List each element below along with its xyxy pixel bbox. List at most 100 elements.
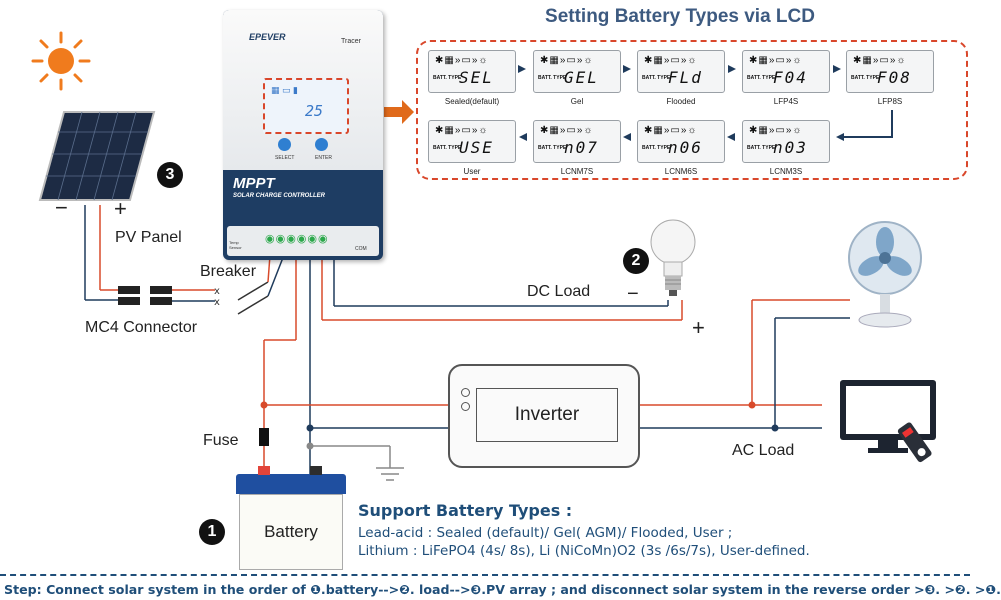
batt-type-text: BATT. TYPE <box>642 75 671 81</box>
batt-type-text: BATT. TYPE <box>538 75 567 81</box>
pv-panel-label: PV Panel <box>115 229 182 246</box>
fan-icon <box>848 221 922 328</box>
battery-body <box>239 494 343 570</box>
lcd-status-icons: ✱▦»▭»☼ <box>749 125 803 136</box>
terminal-block: Temp Sensor ◉◉◉◉◉◉ COM <box>227 226 379 256</box>
battery-type-code: n03 <box>773 138 808 157</box>
inverter-port-1 <box>461 388 470 397</box>
battery-type-name: User <box>463 167 481 176</box>
support-lead-acid: Lead-acid : Sealed (default)/ Gel( AGM)/… <box>358 525 733 541</box>
light-bulb-icon <box>650 219 696 296</box>
battery-type-code: n06 <box>668 138 703 157</box>
battery-terminal-positive <box>258 466 270 475</box>
com-port-label: COM <box>355 246 367 252</box>
temp-sensor-label: Temp Sensor <box>229 240 242 250</box>
battery: Battery <box>236 466 346 572</box>
mc4-connector-label: MC4 Connector <box>85 319 198 336</box>
pv-positive-sign: + <box>114 196 127 221</box>
select-button[interactable] <box>278 138 291 151</box>
sun-icon <box>31 31 91 91</box>
battery-type-name: LCNM7S <box>560 167 594 176</box>
svg-text:x: x <box>214 286 220 297</box>
support-lithium: Lithium : LiFePO4 (4s/ 8s), Li (NiCoMn)O… <box>358 543 810 559</box>
batt-type-text: BATT. TYPE <box>747 145 776 151</box>
lcd-value: 25 <box>305 102 324 120</box>
lcd-status-icons: ✱▦»▭»☼ <box>435 125 489 136</box>
inverter: Inverter <box>448 364 640 468</box>
terminal-row: ◉◉◉◉◉◉ <box>265 233 329 245</box>
breaker-label: Breaker <box>200 263 257 280</box>
lcd-status-icons: ✱▦»▭»☼ <box>540 55 594 66</box>
batt-type-text: BATT. TYPE <box>433 145 462 151</box>
dc-load-label: DC Load <box>527 283 591 300</box>
select-label: SELECT <box>275 155 295 161</box>
battery-type-name: LCNM6S <box>664 167 698 176</box>
battery-type-code: F04 <box>773 68 808 87</box>
connection-steps-footer: Step: Connect solar system in the order … <box>0 574 1001 600</box>
dc-negative-sign: − <box>627 283 639 305</box>
fuse-label: Fuse <box>203 432 239 449</box>
lcd-panel-icons: ▦ ▭ ▮ <box>271 85 298 95</box>
lcd-display: ▦ ▭ ▮ 25 <box>263 78 349 134</box>
battery-type-code: n07 <box>564 138 599 157</box>
ac-load-label: AC Load <box>732 442 795 459</box>
battery-type-code: SEL <box>459 68 494 87</box>
battery-type-code: FLd <box>668 68 703 87</box>
pv-negative-sign: − <box>55 195 68 220</box>
lcd-status-icons: ✱▦»▭»☼ <box>853 55 907 66</box>
battery-type-name: LCNM3S <box>769 167 803 176</box>
battery-type-code: USE <box>459 138 494 157</box>
wiring-diagram: x x <box>84 100 850 481</box>
enter-button[interactable] <box>315 138 328 151</box>
battery-type-code: GEL <box>564 68 599 87</box>
model-name: Tracer <box>341 38 361 45</box>
batt-type-text: BATT. TYPE <box>747 75 776 81</box>
inverter-inner-panel <box>476 388 618 442</box>
mppt-controller: EPEVER Tracer ▦ ▭ ▮ 25 SELECT ENTER MPPT… <box>223 10 383 260</box>
mppt-label: MPPT <box>233 175 275 192</box>
battery-type-name: Sealed(default) <box>444 97 500 106</box>
inverter-label: Inverter <box>514 404 580 425</box>
dc-positive-sign: + <box>692 315 705 340</box>
lcd-status-icons: ✱▦»▭»☼ <box>644 55 698 66</box>
lcd-status-icons: ✱▦»▭»☼ <box>540 125 594 136</box>
battery-label: Battery <box>264 522 318 541</box>
battery-type-code: F08 <box>877 68 912 87</box>
batt-type-text: BATT. TYPE <box>642 145 671 151</box>
lcd-section-title: Setting Battery Types via LCD <box>545 6 815 27</box>
controller-subtitle: SOLAR CHARGE CONTROLLER <box>233 193 325 199</box>
step-1-badge: 1 <box>199 519 225 545</box>
batt-type-text: BATT. TYPE <box>851 75 880 81</box>
inverter-port-2 <box>461 402 470 411</box>
enter-label: ENTER <box>315 155 332 161</box>
battery-type-name: LFP4S <box>773 97 799 106</box>
support-heading: Support Battery Types : <box>358 501 573 520</box>
step-2-badge: 2 <box>623 248 649 274</box>
solar-panel-icon <box>38 111 156 201</box>
battery-terminal-negative <box>310 466 322 475</box>
lcd-settings-panel <box>416 40 968 180</box>
step-3-badge: 3 <box>157 162 183 188</box>
support-battery-types: Support Battery Types : Lead-acid : Seal… <box>358 502 810 560</box>
tv-icon <box>840 380 936 463</box>
battery-top <box>236 474 346 494</box>
battery-type-name: LFP8S <box>877 97 903 106</box>
battery-type-name: Flooded <box>666 97 696 106</box>
svg-text:x: x <box>214 297 220 308</box>
lcd-status-icons: ✱▦»▭»☼ <box>749 55 803 66</box>
batt-type-text: BATT. TYPE <box>433 75 462 81</box>
battery-type-name: Gel <box>570 97 584 106</box>
lcd-status-icons: ✱▦»▭»☼ <box>435 55 489 66</box>
lcd-status-icons: ✱▦»▭»☼ <box>644 125 698 136</box>
brand-logo: EPEVER <box>249 32 286 42</box>
batt-type-text: BATT. TYPE <box>538 145 567 151</box>
